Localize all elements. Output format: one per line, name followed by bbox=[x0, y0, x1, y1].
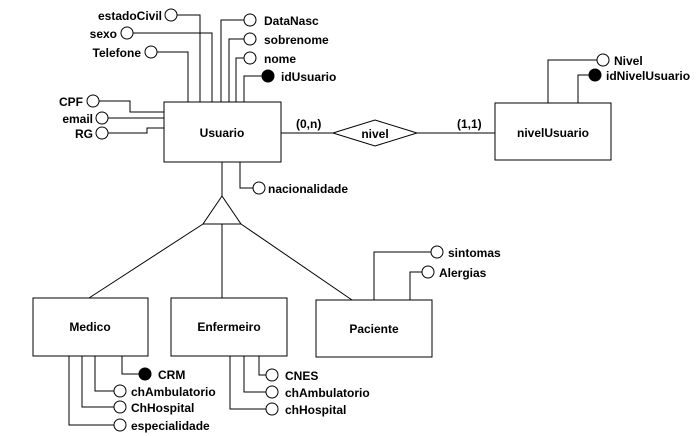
svg-text:Alergias: Alergias bbox=[439, 266, 487, 280]
entity-usuario-box[interactable] bbox=[163, 101, 282, 163]
attr-email: email bbox=[62, 111, 164, 126]
attr-estado-civil: estadoCivil bbox=[98, 8, 201, 102]
attribute-circle-icon bbox=[421, 265, 435, 279]
svg-text:CRM: CRM bbox=[158, 368, 185, 382]
attr-data-nasc: DataNasc bbox=[220, 13, 319, 102]
svg-text:chAmbulatorio: chAmbulatorio bbox=[131, 385, 216, 399]
entity-medico[interactable]: Medico bbox=[32, 297, 149, 357]
entity-medico-label: Medico bbox=[69, 320, 110, 334]
entity-paciente-box[interactable] bbox=[315, 299, 433, 358]
attribute-circle-icon bbox=[95, 111, 109, 125]
attribute-circle-icon bbox=[265, 402, 279, 416]
svg-text:nome: nome bbox=[264, 52, 296, 66]
attribute-circle-icon bbox=[164, 8, 178, 22]
attr-cpf: CPF bbox=[59, 94, 164, 113]
svg-text:especialidade: especialidade bbox=[131, 419, 210, 433]
primary-key-circle-icon bbox=[138, 367, 152, 381]
attr-medico-ch-ambulatorio: chAmbulatorio bbox=[94, 356, 216, 399]
attr-nivel: Nivel bbox=[547, 53, 643, 103]
svg-text:sexo: sexo bbox=[90, 27, 117, 41]
attr-sobrenome: sobrenome bbox=[228, 32, 329, 102]
attribute-circle-icon bbox=[252, 181, 266, 195]
attr-sintomas: sintomas bbox=[373, 245, 501, 300]
svg-text:email: email bbox=[62, 112, 93, 126]
primary-key-circle-icon bbox=[261, 69, 275, 83]
attribute-circle-icon bbox=[265, 368, 279, 382]
attr-nacionalidade: nacionalidade bbox=[239, 162, 348, 196]
svg-text:sobrenome: sobrenome bbox=[264, 33, 329, 47]
attribute-circle-icon bbox=[596, 53, 610, 67]
attr-sexo: sexo bbox=[90, 26, 213, 102]
entity-paciente[interactable]: Paciente bbox=[315, 299, 433, 358]
svg-text:nacionalidade: nacionalidade bbox=[268, 182, 348, 196]
entity-enfermeiro-label: Enfermeiro bbox=[197, 320, 260, 334]
attribute-circle-icon bbox=[243, 13, 257, 27]
attribute-circle-icon bbox=[113, 384, 127, 398]
relationship-diamond[interactable] bbox=[331, 119, 419, 147]
svg-text:CNES: CNES bbox=[285, 369, 318, 383]
attr-enfermeiro-ch-ambulatorio: chAmbulatorio bbox=[243, 356, 370, 400]
relationship-nivel[interactable]: nivel bbox=[331, 119, 419, 147]
svg-text:estadoCivil: estadoCivil bbox=[98, 9, 162, 23]
svg-text:Nivel: Nivel bbox=[614, 54, 643, 68]
relationship-label: nivel bbox=[361, 127, 388, 141]
svg-text:RG: RG bbox=[75, 127, 93, 141]
attribute-circle-icon bbox=[95, 126, 109, 140]
attr-nome: nome bbox=[235, 51, 296, 102]
attr-crm: CRM bbox=[121, 356, 185, 382]
attribute-circle-icon bbox=[144, 45, 158, 59]
svg-text:Telefone: Telefone bbox=[93, 46, 142, 60]
attr-cnes: CNES bbox=[258, 356, 318, 383]
entity-usuario[interactable]: Usuario bbox=[163, 101, 282, 163]
attr-enfermeiro-ch-hospital: chHospital bbox=[229, 356, 346, 417]
attribute-circle-icon bbox=[120, 26, 134, 40]
attr-rg: RG bbox=[75, 126, 164, 141]
svg-text:idNivelUsuario: idNivelUsuario bbox=[606, 69, 690, 83]
attribute-circle-icon bbox=[113, 418, 127, 432]
attr-especialidade: especialidade bbox=[68, 356, 210, 433]
entity-medico-box[interactable] bbox=[32, 297, 149, 357]
entity-usuario-label: Usuario bbox=[200, 126, 245, 140]
entity-enfermeiro[interactable]: Enfermeiro bbox=[170, 297, 288, 357]
entity-nivel-usuario-label: nivelUsuario bbox=[517, 126, 589, 140]
svg-text:chAmbulatorio: chAmbulatorio bbox=[285, 386, 370, 400]
attribute-circle-icon bbox=[113, 400, 127, 414]
cardinality-right: (1,1) bbox=[457, 117, 482, 131]
entity-enfermeiro-box[interactable] bbox=[170, 297, 288, 357]
attr-alergias: Alergias bbox=[409, 265, 487, 300]
attribute-circle-icon bbox=[430, 245, 444, 259]
entity-nivel-usuario[interactable]: nivelUsuario bbox=[494, 102, 612, 161]
specialization-triangle bbox=[202, 195, 242, 225]
attr-id-usuario: idUsuario bbox=[243, 69, 336, 102]
svg-text:CPF: CPF bbox=[59, 95, 83, 109]
attribute-circle-icon bbox=[86, 94, 100, 108]
attr-medico-ch-hospital: ChHospital bbox=[81, 356, 194, 415]
primary-key-circle-icon bbox=[588, 68, 602, 82]
svg-text:idUsuario: idUsuario bbox=[281, 70, 336, 84]
entity-nivel-usuario-box[interactable] bbox=[494, 102, 612, 161]
entity-paciente-label: Paciente bbox=[349, 322, 399, 336]
cardinality-left: (0,n) bbox=[296, 117, 321, 131]
attr-id-nivel-usuario: idNivelUsuario bbox=[577, 68, 690, 103]
svg-text:chHospital: chHospital bbox=[285, 403, 346, 417]
attribute-circle-icon bbox=[243, 32, 257, 46]
svg-text:DataNasc: DataNasc bbox=[264, 14, 319, 28]
attr-telefone: Telefone bbox=[93, 45, 189, 102]
attribute-circle-icon bbox=[243, 51, 257, 65]
attribute-circle-icon bbox=[265, 385, 279, 399]
svg-text:sintomas: sintomas bbox=[448, 246, 501, 260]
svg-text:ChHospital: ChHospital bbox=[131, 401, 194, 415]
